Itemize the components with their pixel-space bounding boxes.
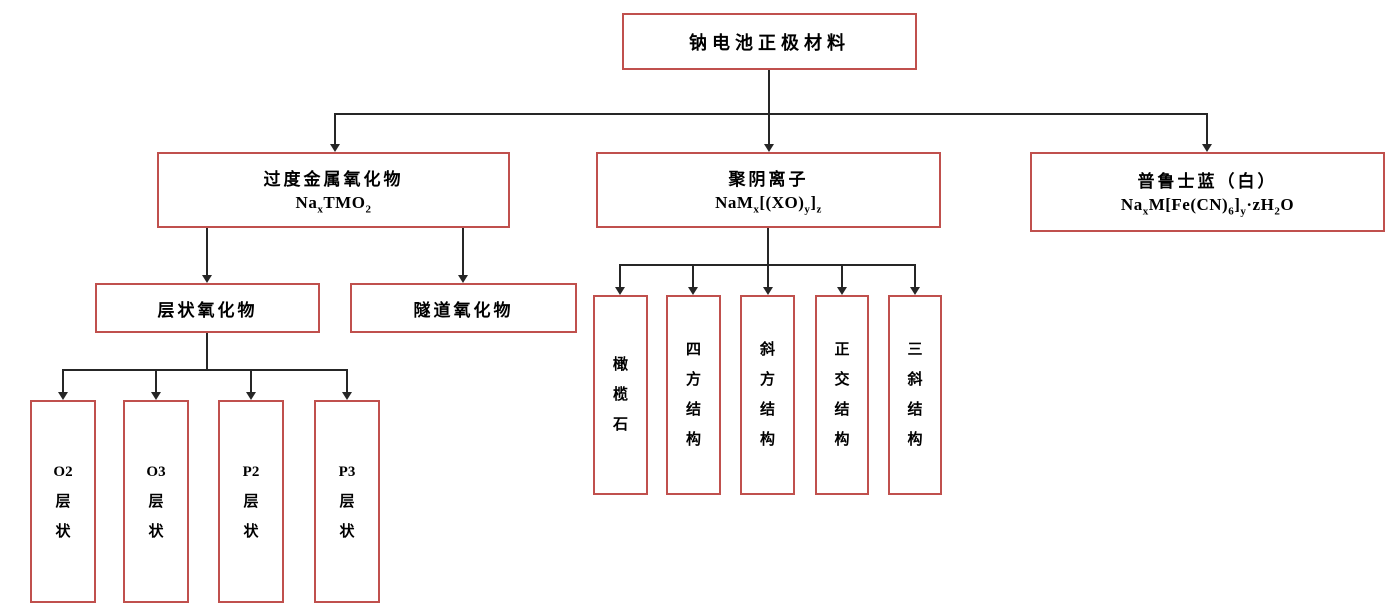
- node-orthorhombic-xiefang-label: 斜方结构: [759, 342, 775, 448]
- arrowhead-o3: [151, 392, 161, 400]
- node-o3-layered-label: O3层状: [146, 463, 166, 540]
- node-olivine: 橄榄石: [593, 295, 648, 495]
- edge-drop-prussian: [1206, 113, 1208, 144]
- node-tunnel-oxide: 隧道氧化物: [350, 283, 577, 333]
- edge-drop-p2: [250, 369, 252, 392]
- node-p3-layered-label: P3层状: [338, 463, 356, 540]
- edge-drop-triclinic: [914, 264, 916, 287]
- node-transition-metal-oxides-label: 过度金属氧化物: [263, 169, 404, 189]
- arrowhead-zhengjiao: [837, 287, 847, 295]
- edge-drop-tmo: [334, 113, 336, 144]
- node-p2-layered: P2层状: [218, 400, 284, 603]
- edge-drop-polyanion: [768, 113, 770, 144]
- node-polyanion: 聚阴离子 NaMx[(XO)y]z: [596, 152, 941, 228]
- arrowhead-tetragonal: [688, 287, 698, 295]
- node-prussian-blue: 普鲁士蓝（白） NaxM[Fe(CN)6]y·zH2O: [1030, 152, 1385, 232]
- node-p3-layered: P3层状: [314, 400, 380, 603]
- edge-layered-rail: [62, 369, 348, 371]
- arrowhead-prussian: [1202, 144, 1212, 152]
- node-layered-oxide-label: 层状氧化物: [157, 300, 258, 320]
- edge-polyanion-stem: [767, 228, 769, 266]
- edge-root-stem: [768, 70, 770, 115]
- edge-drop-olivine: [619, 264, 621, 287]
- node-layered-oxide: 层状氧化物: [95, 283, 320, 333]
- edge-drop-tetragonal: [692, 264, 694, 287]
- node-triclinic-label: 三斜结构: [907, 342, 923, 448]
- node-p2-layered-label: P2层状: [242, 463, 260, 540]
- arrowhead-olivine: [615, 287, 625, 295]
- edge-level1-rail: [334, 113, 1207, 115]
- node-orthorhombic-zhengjiao-label: 正交结构: [834, 342, 850, 448]
- arrowhead-o2: [58, 392, 68, 400]
- node-tetragonal: 四方结构: [666, 295, 721, 495]
- arrowhead-tunnel-oxide: [458, 275, 468, 283]
- node-prussian-blue-formula: NaxM[Fe(CN)6]y·zH2O: [1120, 194, 1295, 218]
- node-transition-metal-oxides-formula: NaxTMO2: [295, 192, 372, 216]
- edge-drop-p3: [346, 369, 348, 392]
- node-polyanion-label: 聚阴离子: [728, 169, 809, 189]
- node-olivine-label: 橄榄石: [612, 357, 628, 433]
- node-root-label: 钠电池正极材料: [689, 32, 850, 53]
- node-polyanion-formula: NaMx[(XO)y]z: [715, 192, 822, 216]
- edge-layered-stem: [206, 333, 208, 371]
- edge-drop-xiefang: [767, 264, 769, 287]
- arrowhead-p2: [246, 392, 256, 400]
- node-tunnel-oxide-label: 隧道氧化物: [413, 300, 514, 320]
- node-o3-layered: O3层状: [123, 400, 189, 603]
- arrowhead-tmo: [330, 144, 340, 152]
- node-o2-layered-label: O2层状: [53, 463, 73, 540]
- node-transition-metal-oxides: 过度金属氧化物 NaxTMO2: [157, 152, 510, 228]
- node-root: 钠电池正极材料: [622, 13, 917, 70]
- edge-drop-o2: [62, 369, 64, 392]
- arrowhead-p3: [342, 392, 352, 400]
- edge-drop-tunnel-oxide: [462, 228, 464, 275]
- edge-drop-layered-oxide: [206, 228, 208, 275]
- node-orthorhombic-xiefang: 斜方结构: [740, 295, 795, 495]
- node-orthorhombic-zhengjiao: 正交结构: [815, 295, 869, 495]
- arrowhead-polyanion: [764, 144, 774, 152]
- arrowhead-triclinic: [910, 287, 920, 295]
- node-tetragonal-label: 四方结构: [685, 342, 701, 448]
- node-prussian-blue-label: 普鲁士蓝（白）: [1137, 171, 1278, 191]
- edge-drop-zhengjiao: [841, 264, 843, 287]
- arrowhead-xiefang: [763, 287, 773, 295]
- node-o2-layered: O2层状: [30, 400, 96, 603]
- node-triclinic: 三斜结构: [888, 295, 942, 495]
- edge-drop-o3: [155, 369, 157, 392]
- arrowhead-layered-oxide: [202, 275, 212, 283]
